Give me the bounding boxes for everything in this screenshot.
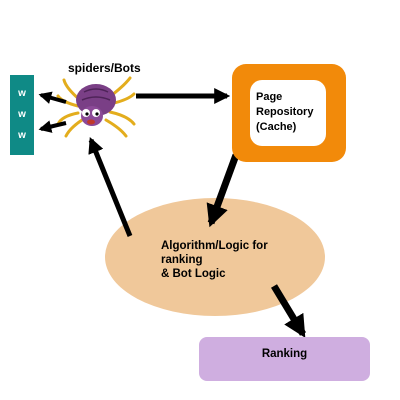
repository-label: Page Repository (Cache) [256, 91, 314, 133]
algorithm-ellipse [105, 198, 325, 316]
ranking-label: Ranking [261, 348, 308, 360]
spider-label: spiders/Bots [68, 61, 141, 75]
algorithm-to-ranking-arrow [271, 284, 306, 338]
www-box: w w w [10, 75, 34, 155]
repository-to-algorithm-arrow [206, 153, 240, 228]
spider-icon [56, 76, 136, 138]
algorithm-to-spider-arrow [88, 137, 133, 237]
repository-box [232, 64, 346, 162]
algorithm-label: Algorithm/Logic for ranking & Bot Logic [161, 240, 268, 280]
spider-to-www-arrow-top [38, 91, 67, 104]
www-letter: w [18, 109, 26, 120]
www-letter: w [18, 88, 26, 99]
www-letter: w [18, 130, 26, 141]
repository-inner-box [250, 80, 326, 146]
spider-to-www-arrow-bottom [38, 120, 67, 133]
ranking-box: Ranking [199, 337, 370, 381]
